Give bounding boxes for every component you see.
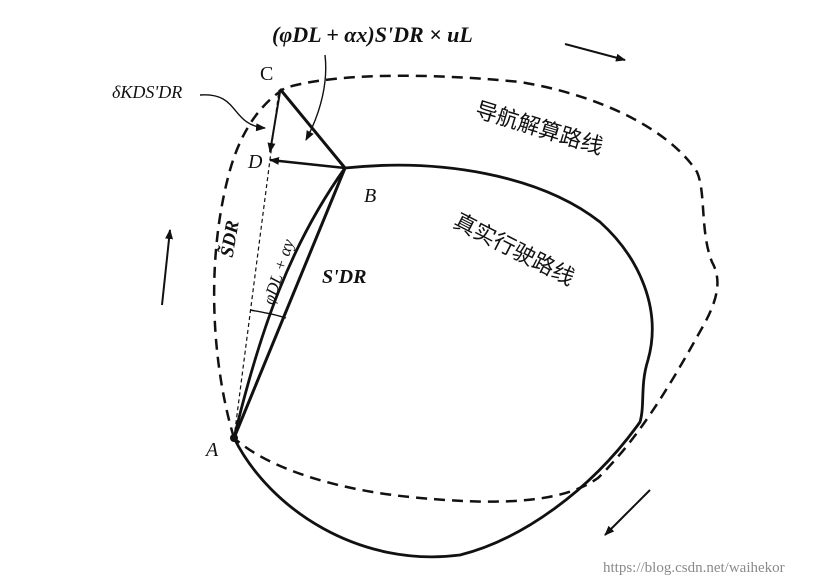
label-s-dr: S'DR <box>322 266 366 288</box>
segment-c-b <box>278 88 347 169</box>
true-driving-route <box>232 163 654 559</box>
label-point-c: C <box>260 63 273 85</box>
label-route-solved: 导航解算路线 <box>472 98 606 161</box>
direction-arrow-top <box>564 43 626 62</box>
direction-arrow-left <box>161 229 174 306</box>
curve-a-to-b <box>232 167 347 439</box>
angle-arc <box>249 309 287 319</box>
vector-s-dr-tilde <box>233 89 280 439</box>
label-route-true: 真实行驶路线 <box>449 209 578 291</box>
label-formula: (φDL + αx)S'DR × uL <box>272 22 473 47</box>
label-delta: δKDS'DR <box>112 82 182 102</box>
point-a-dot <box>230 434 238 442</box>
label-point-d: D <box>247 151 263 173</box>
delta-pointer-arrow <box>199 94 266 132</box>
vector-s-dr <box>232 167 347 439</box>
label-point-a: A <box>204 439 219 461</box>
label-s-dr-tilde: S̃DR <box>216 219 244 259</box>
formula-pointer-arrow <box>305 54 327 141</box>
direction-arrow-bottom <box>604 489 651 536</box>
navigation-solved-route <box>212 74 719 503</box>
arrow-c-to-d <box>267 91 281 153</box>
arrow-b-to-d <box>269 156 346 170</box>
label-point-b: B <box>364 185 376 207</box>
watermark: https://blog.csdn.net/waihekor <box>603 560 785 576</box>
